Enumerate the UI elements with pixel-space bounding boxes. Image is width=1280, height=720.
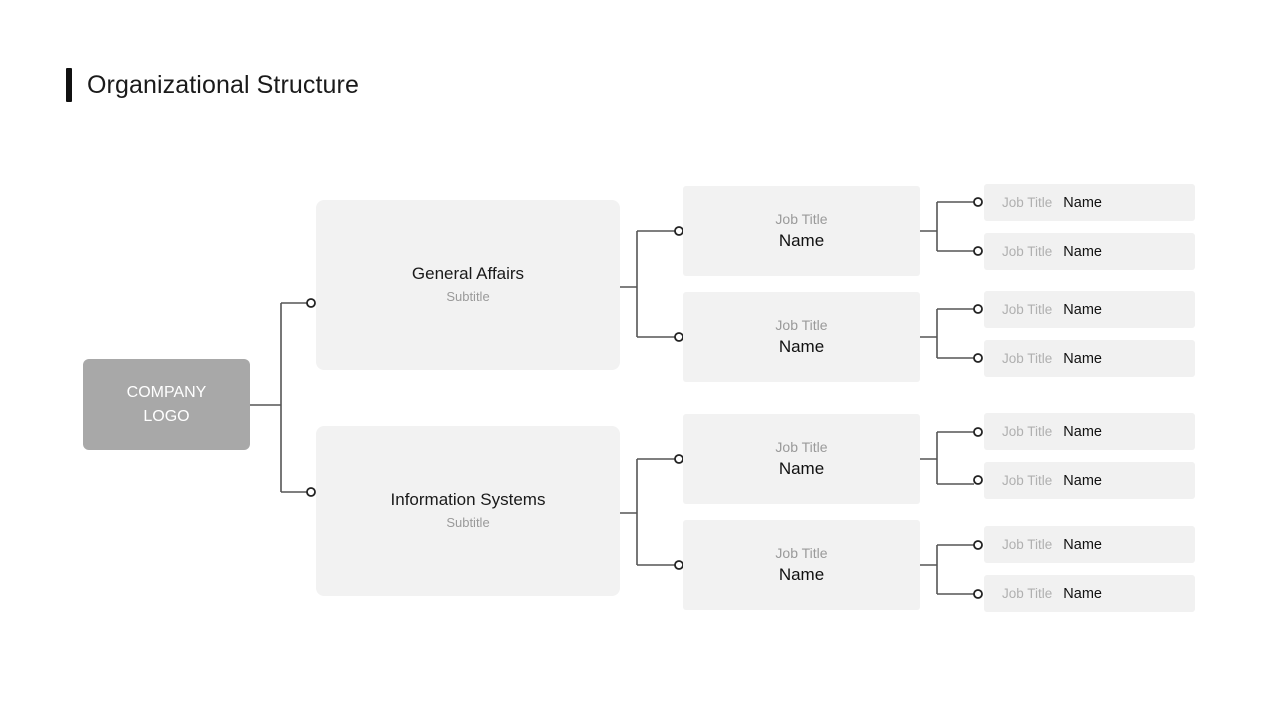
staff-name: Name [1063,423,1102,440]
manager-node[interactable]: Job Title Name [683,186,920,276]
staff-name: Name [1063,585,1102,602]
staff-job-title: Job Title [1002,424,1053,439]
connector-dot-staff-2 [973,246,983,256]
staff-job-title: Job Title [1002,195,1053,210]
page-title-text: Organizational Structure [87,70,359,99]
connector-dot-dept-2 [306,487,316,497]
connector-dot-staff-5 [973,427,983,437]
connector-dot-staff-3 [973,304,983,314]
manager-job-title: Job Title [775,211,828,227]
manager-job-title: Job Title [775,545,828,561]
staff-node[interactable]: Job Title Name [984,413,1195,450]
staff-node[interactable]: Job Title Name [984,526,1195,563]
connector-dot-mgr-4 [674,560,684,570]
page-title: Organizational Structure [66,68,359,102]
department-title: General Affairs [411,264,525,283]
staff-job-title: Job Title [1002,302,1053,317]
title-accent-bar [66,68,72,102]
staff-name: Name [1063,243,1102,260]
staff-job-title: Job Title [1002,473,1053,488]
department-node-general-affairs[interactable]: General Affairs Subtitle [316,200,620,370]
manager-job-title: Job Title [775,317,828,333]
manager-node[interactable]: Job Title Name [683,520,920,610]
staff-node[interactable]: Job Title Name [984,233,1195,270]
staff-job-title: Job Title [1002,351,1053,366]
staff-job-title: Job Title [1002,244,1053,259]
manager-name: Name [778,565,825,584]
staff-node[interactable]: Job Title Name [984,340,1195,377]
connector-dot-mgr-3 [674,454,684,464]
manager-name: Name [778,459,825,478]
connector-dot-staff-8 [973,589,983,599]
staff-job-title: Job Title [1002,537,1053,552]
department-node-information-systems[interactable]: Information Systems Subtitle [316,426,620,596]
staff-node[interactable]: Job Title Name [984,291,1195,328]
connector-dot-staff-7 [973,540,983,550]
connector-dot-mgr-2 [674,332,684,342]
department-subtitle: Subtitle [446,515,490,530]
staff-node[interactable]: Job Title Name [984,184,1195,221]
manager-name: Name [778,337,825,356]
connector-dot-staff-1 [973,197,983,207]
department-title: Information Systems [390,490,546,509]
staff-node[interactable]: Job Title Name [984,462,1195,499]
manager-name: Name [778,231,825,250]
company-logo-node[interactable]: COMPANY LOGO [83,359,250,450]
connector-dot-staff-6 [973,475,983,485]
staff-name: Name [1063,301,1102,318]
company-logo-line-1: COMPANY [126,383,207,401]
staff-node[interactable]: Job Title Name [984,575,1195,612]
connector-dot-mgr-1 [674,226,684,236]
staff-name: Name [1063,536,1102,553]
staff-name: Name [1063,350,1102,367]
manager-node[interactable]: Job Title Name [683,414,920,504]
manager-node[interactable]: Job Title Name [683,292,920,382]
connector-dot-staff-4 [973,353,983,363]
staff-job-title: Job Title [1002,586,1053,601]
manager-job-title: Job Title [775,439,828,455]
staff-name: Name [1063,472,1102,489]
department-subtitle: Subtitle [446,289,490,304]
staff-name: Name [1063,194,1102,211]
connector-dot-dept-1 [306,298,316,308]
company-logo-line-2: LOGO [143,407,190,425]
